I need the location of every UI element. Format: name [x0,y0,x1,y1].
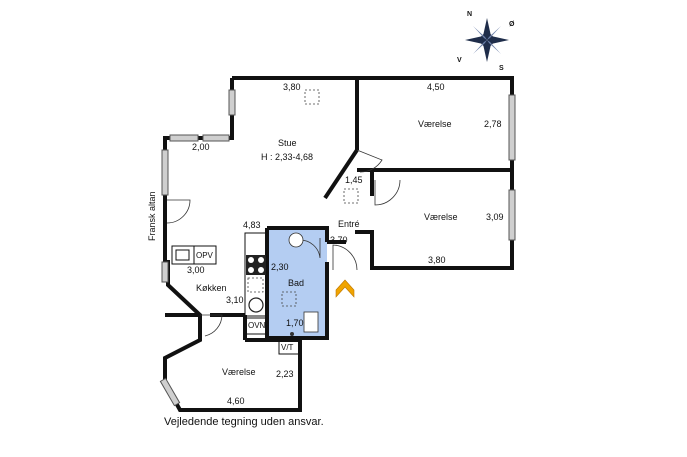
balcony-label: Fransk altan [147,191,157,241]
compass-n: N [467,11,472,18]
stue-width: 3,80 [283,82,301,92]
opv-label: OPV [196,251,214,260]
vaerelse-mid-width: 3,80 [428,255,446,265]
vaerelse-top-name: Værelse [418,119,452,129]
skylight-entre [343,188,359,204]
interior-walls [165,78,512,342]
bathroom-fixtures [281,232,319,336]
doors [166,149,401,337]
vaerelse-top-depth: 2,78 [484,119,502,129]
kokken-width: 3,10 [226,295,244,305]
stue-height: H : 2,33-4,68 [261,152,313,162]
compass-s: S [499,65,504,72]
vt-label: V/T [281,343,294,352]
skylight-stue [304,89,320,105]
disclaimer-text: Vejledende tegning uden ansvar. [164,416,324,428]
vaerelse-bottom-depth: 2,23 [276,369,294,379]
kitchen-fixtures [171,232,268,335]
windows [159,89,516,407]
compass-rose-icon: N S V Ø [457,11,515,72]
stue-name: Stue [278,138,297,148]
bad-depth: 2,30 [271,262,289,272]
bad-width: 1,70 [286,318,304,328]
kokken-name: Køkken [196,283,227,293]
vaerelse-mid-name: Værelse [424,212,458,222]
compass-o: Ø [509,21,515,28]
entrance-arrow-icon [335,279,355,298]
vaerelse-top-width: 4,50 [427,82,445,92]
entre-name: Entré [338,219,360,229]
kokken-counter: 4,83 [243,220,261,230]
vt-box [278,337,300,355]
compass-v: V [457,57,462,64]
ovn-label: OVN [248,321,266,330]
window-span: 2,00 [192,142,210,152]
vaerelse-mid-depth: 3,09 [486,212,504,222]
entre-width: 3,70 [330,235,348,245]
kokken-depth: 3,00 [187,265,205,275]
vaerelse-bottom-name: Værelse [222,367,256,377]
vaerelse-bottom-width: 4,60 [227,396,245,406]
entre-closet: 1,45 [345,175,363,185]
bad-name: Bad [288,278,304,288]
